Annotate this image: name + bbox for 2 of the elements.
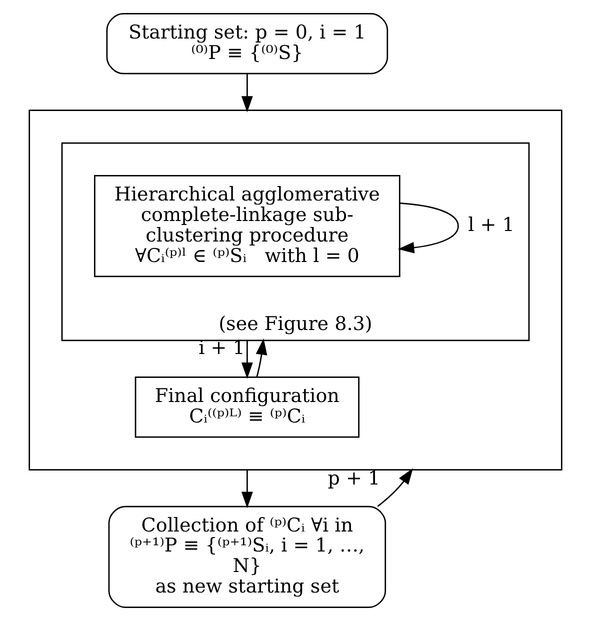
edge-label: p + 1: [327, 468, 380, 490]
edge-label: l + 1: [468, 214, 514, 236]
